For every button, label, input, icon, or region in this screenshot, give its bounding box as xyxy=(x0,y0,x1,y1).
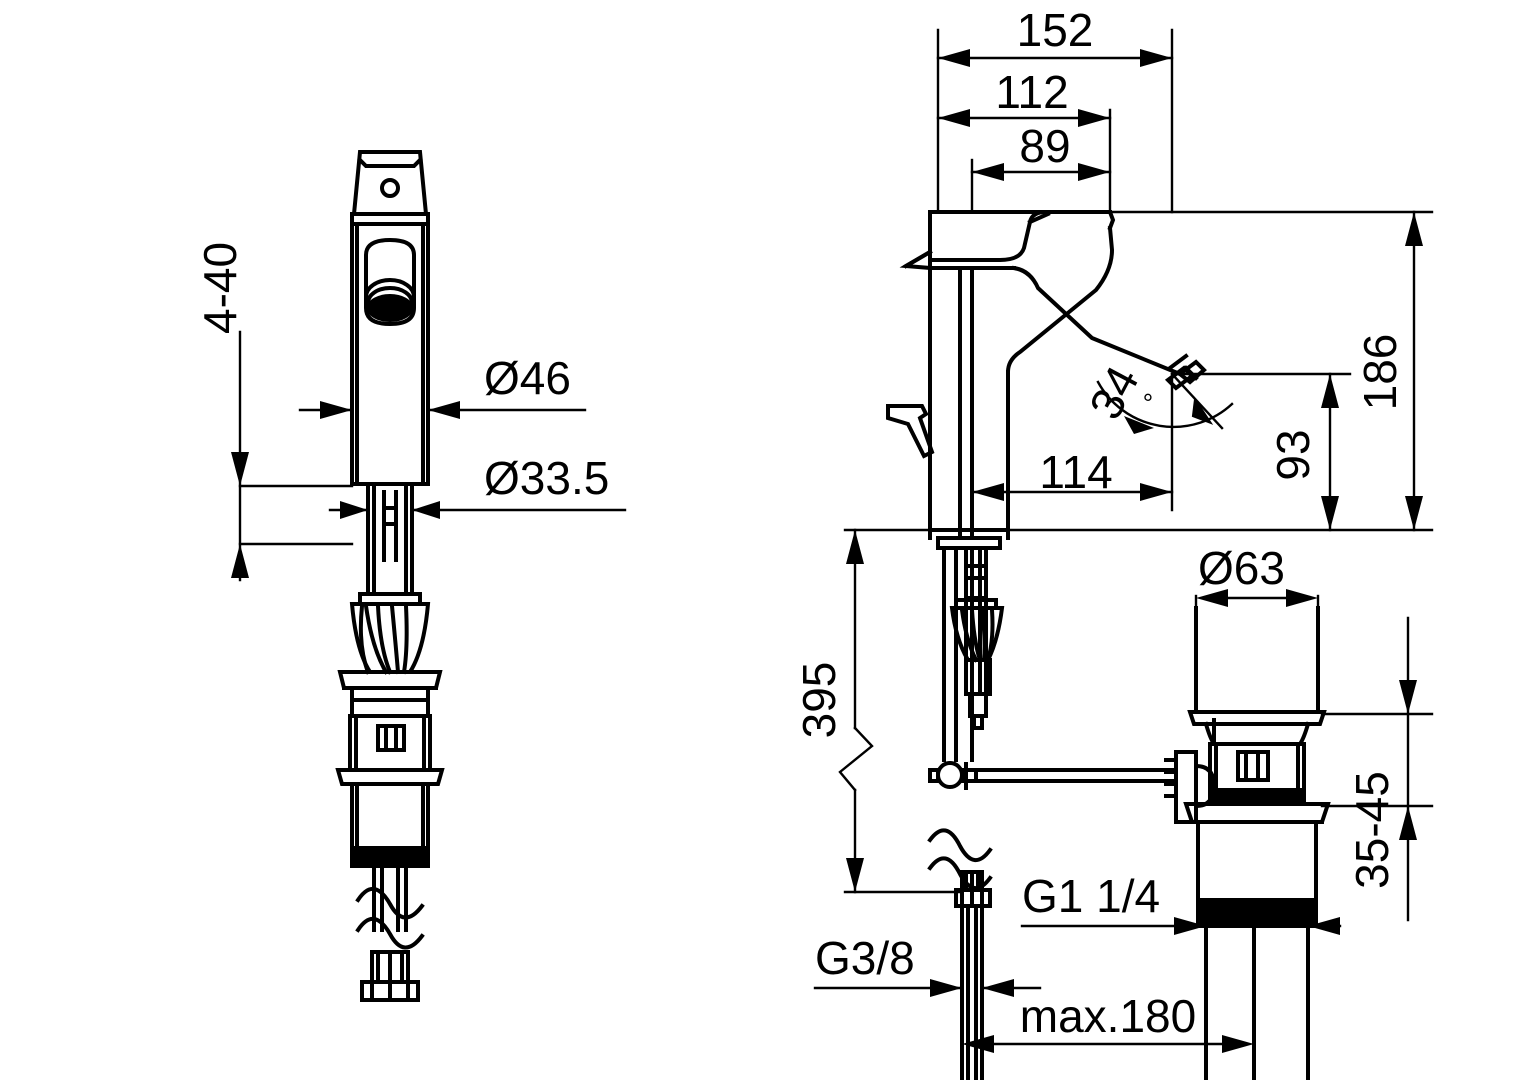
label-186: 186 xyxy=(1354,334,1406,411)
label-g38: G3/8 xyxy=(815,932,915,984)
label-degree-symbol: ° xyxy=(1143,388,1153,418)
label-4-40: 4-40 xyxy=(194,242,246,334)
label-diameter-46: Ø46 xyxy=(484,352,571,404)
label-diameter-63: Ø63 xyxy=(1198,542,1285,594)
right-view-faucet-side xyxy=(886,209,1207,1080)
label-diameter-33-5: Ø33.5 xyxy=(484,452,609,504)
dimension-labels: 4-40 Ø46 Ø33.5 152 112 89 186 93 114 34 … xyxy=(194,4,1406,1042)
label-114: 114 xyxy=(1039,446,1112,498)
right-view-waste-assembly xyxy=(1164,606,1331,1080)
right-view-dimensions xyxy=(813,28,1434,1054)
left-view-faucet-front xyxy=(335,150,445,1002)
label-395: 395 xyxy=(793,662,845,739)
label-34-deg-group: 34 xyxy=(1079,358,1149,428)
label-g1-1-4: G1 1/4 xyxy=(1022,870,1160,922)
label-89: 89 xyxy=(1019,120,1070,172)
left-view-dimensions xyxy=(231,330,627,582)
label-112: 112 xyxy=(995,66,1068,118)
label-34: 34 xyxy=(1079,358,1149,428)
label-max-180: max.180 xyxy=(1020,990,1196,1042)
label-93: 93 xyxy=(1267,429,1319,480)
label-35-45: 35-45 xyxy=(1346,771,1398,889)
label-152: 152 xyxy=(1017,4,1094,56)
